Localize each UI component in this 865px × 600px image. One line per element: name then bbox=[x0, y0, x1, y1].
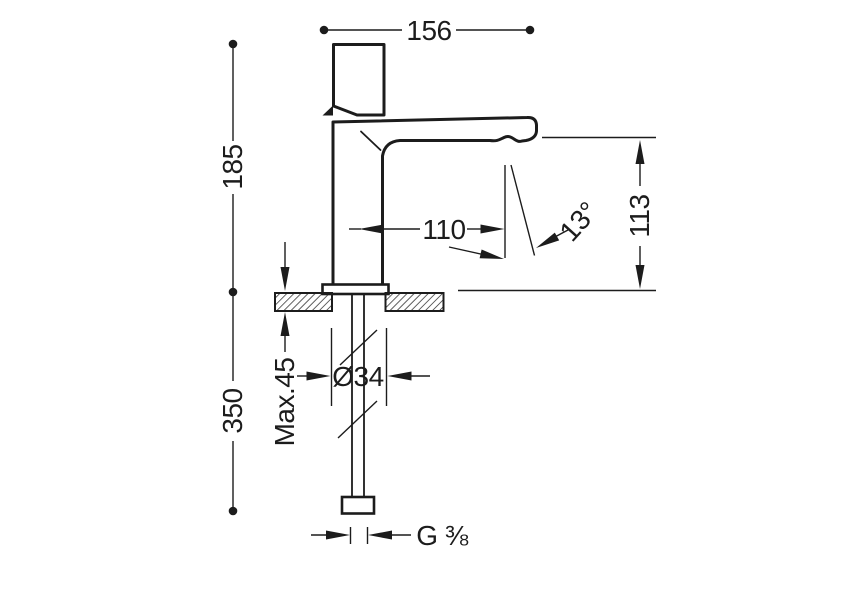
angle-arrowhead-slanted bbox=[536, 232, 560, 248]
water-stream bbox=[504, 164, 536, 258]
arrowhead-left bbox=[368, 530, 392, 540]
dimension-hole-diameter: Ø34 bbox=[297, 328, 430, 406]
handle-lever-tip bbox=[322, 105, 333, 116]
hose-fitting bbox=[340, 495, 376, 515]
faucet-handle bbox=[332, 43, 386, 117]
dim-supply-thread-label: G ⅜ bbox=[416, 520, 469, 551]
dimension-spout-outlet-height: 113 bbox=[458, 136, 656, 292]
arrowhead-right bbox=[480, 224, 505, 234]
arrowhead-right bbox=[306, 371, 331, 381]
break-mark-upper bbox=[339, 329, 378, 366]
dimension-height-above-deck: 185 bbox=[217, 39, 248, 297]
countertop-left-section bbox=[274, 292, 333, 312]
angle-leader-line bbox=[448, 246, 484, 256]
dimension-height-below-deck: 350 bbox=[217, 296, 248, 516]
dimension-spout-reach: 110 bbox=[349, 214, 505, 245]
arrowhead-up bbox=[635, 140, 645, 164]
dim-height-below-deck-label: 350 bbox=[217, 388, 248, 433]
arrowhead-right bbox=[326, 530, 350, 540]
dim-endpoint-dot bbox=[228, 39, 238, 49]
dimension-stream-angle: 13° bbox=[448, 196, 604, 259]
angle-arrowhead-vertical bbox=[479, 249, 504, 259]
dimension-total-depth: 156 bbox=[319, 15, 535, 46]
arrowhead-left bbox=[359, 224, 383, 234]
arrowhead-down bbox=[280, 267, 290, 291]
countertop bbox=[274, 292, 445, 312]
faucet-outline bbox=[321, 43, 538, 515]
dim-endpoint-dot bbox=[228, 287, 238, 297]
dim-hole-diameter-label: Ø34 bbox=[332, 361, 383, 392]
countertop-right-section bbox=[384, 292, 445, 312]
dim-max-deck-thickness-label: Max.45 bbox=[269, 358, 300, 447]
break-mark-lower bbox=[337, 400, 378, 439]
dim-spout-outlet-height-label: 113 bbox=[624, 194, 655, 237]
dim-total-depth-label: 156 bbox=[406, 15, 451, 46]
dimension-supply-thread: G ⅜ bbox=[311, 520, 469, 551]
mounting-flange bbox=[321, 283, 390, 296]
dim-spout-reach-label: 110 bbox=[422, 214, 465, 245]
dim-endpoint-dot bbox=[319, 25, 329, 35]
dim-stream-angle-label: 13° bbox=[553, 196, 603, 247]
spout-chamfer-line bbox=[360, 130, 382, 151]
arrowhead-down bbox=[635, 265, 645, 289]
arrowhead-left bbox=[387, 371, 412, 381]
dim-endpoint-dot bbox=[228, 506, 238, 516]
dim-height-above-deck-label: 185 bbox=[217, 144, 248, 189]
dim-endpoint-dot bbox=[525, 25, 535, 35]
dimension-max-deck-thickness: Max.45 bbox=[269, 242, 300, 446]
faucet-body-spout bbox=[331, 115, 538, 287]
stream-angled-line bbox=[510, 164, 536, 256]
arrowhead-up bbox=[280, 312, 290, 336]
